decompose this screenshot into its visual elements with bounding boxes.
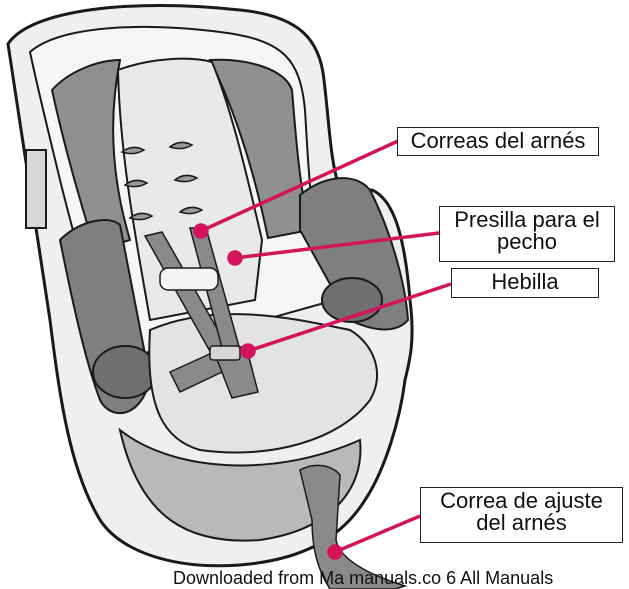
seat-cushion [148,313,379,454]
label-chest-clip-line2: pecho [497,229,557,254]
leader-lines [193,139,452,560]
label-chest-clip: Presilla para el pecho [439,206,615,262]
buckle [209,345,241,361]
harness-straps [143,227,259,399]
label-buckle: Hebilla [451,268,599,298]
label-adjust-strap-line1: Correa de ajuste [440,488,603,513]
label-adjust-strap-line2: del arnés [476,510,567,535]
harness-slots [120,141,204,221]
label-harness-straps-text: Correas del arnés [410,128,586,153]
cup-holder-left [92,345,158,399]
download-footer-text: Downloaded from Ma manuals.co 6 All Manu… [173,568,554,588]
label-chest-clip-line1: Presilla para el [454,207,600,232]
adjust-strap [299,464,408,589]
label-buckle-text: Hebilla [491,269,559,294]
seat-front-skirt [118,427,362,542]
label-harness-straps: Correas del arnés [397,127,599,156]
chest-clip [159,267,219,291]
label-adjust-strap: Correa de ajuste del arnés [420,487,623,543]
belt-lockoff-left [25,149,47,229]
head-wing-left [50,58,132,252]
